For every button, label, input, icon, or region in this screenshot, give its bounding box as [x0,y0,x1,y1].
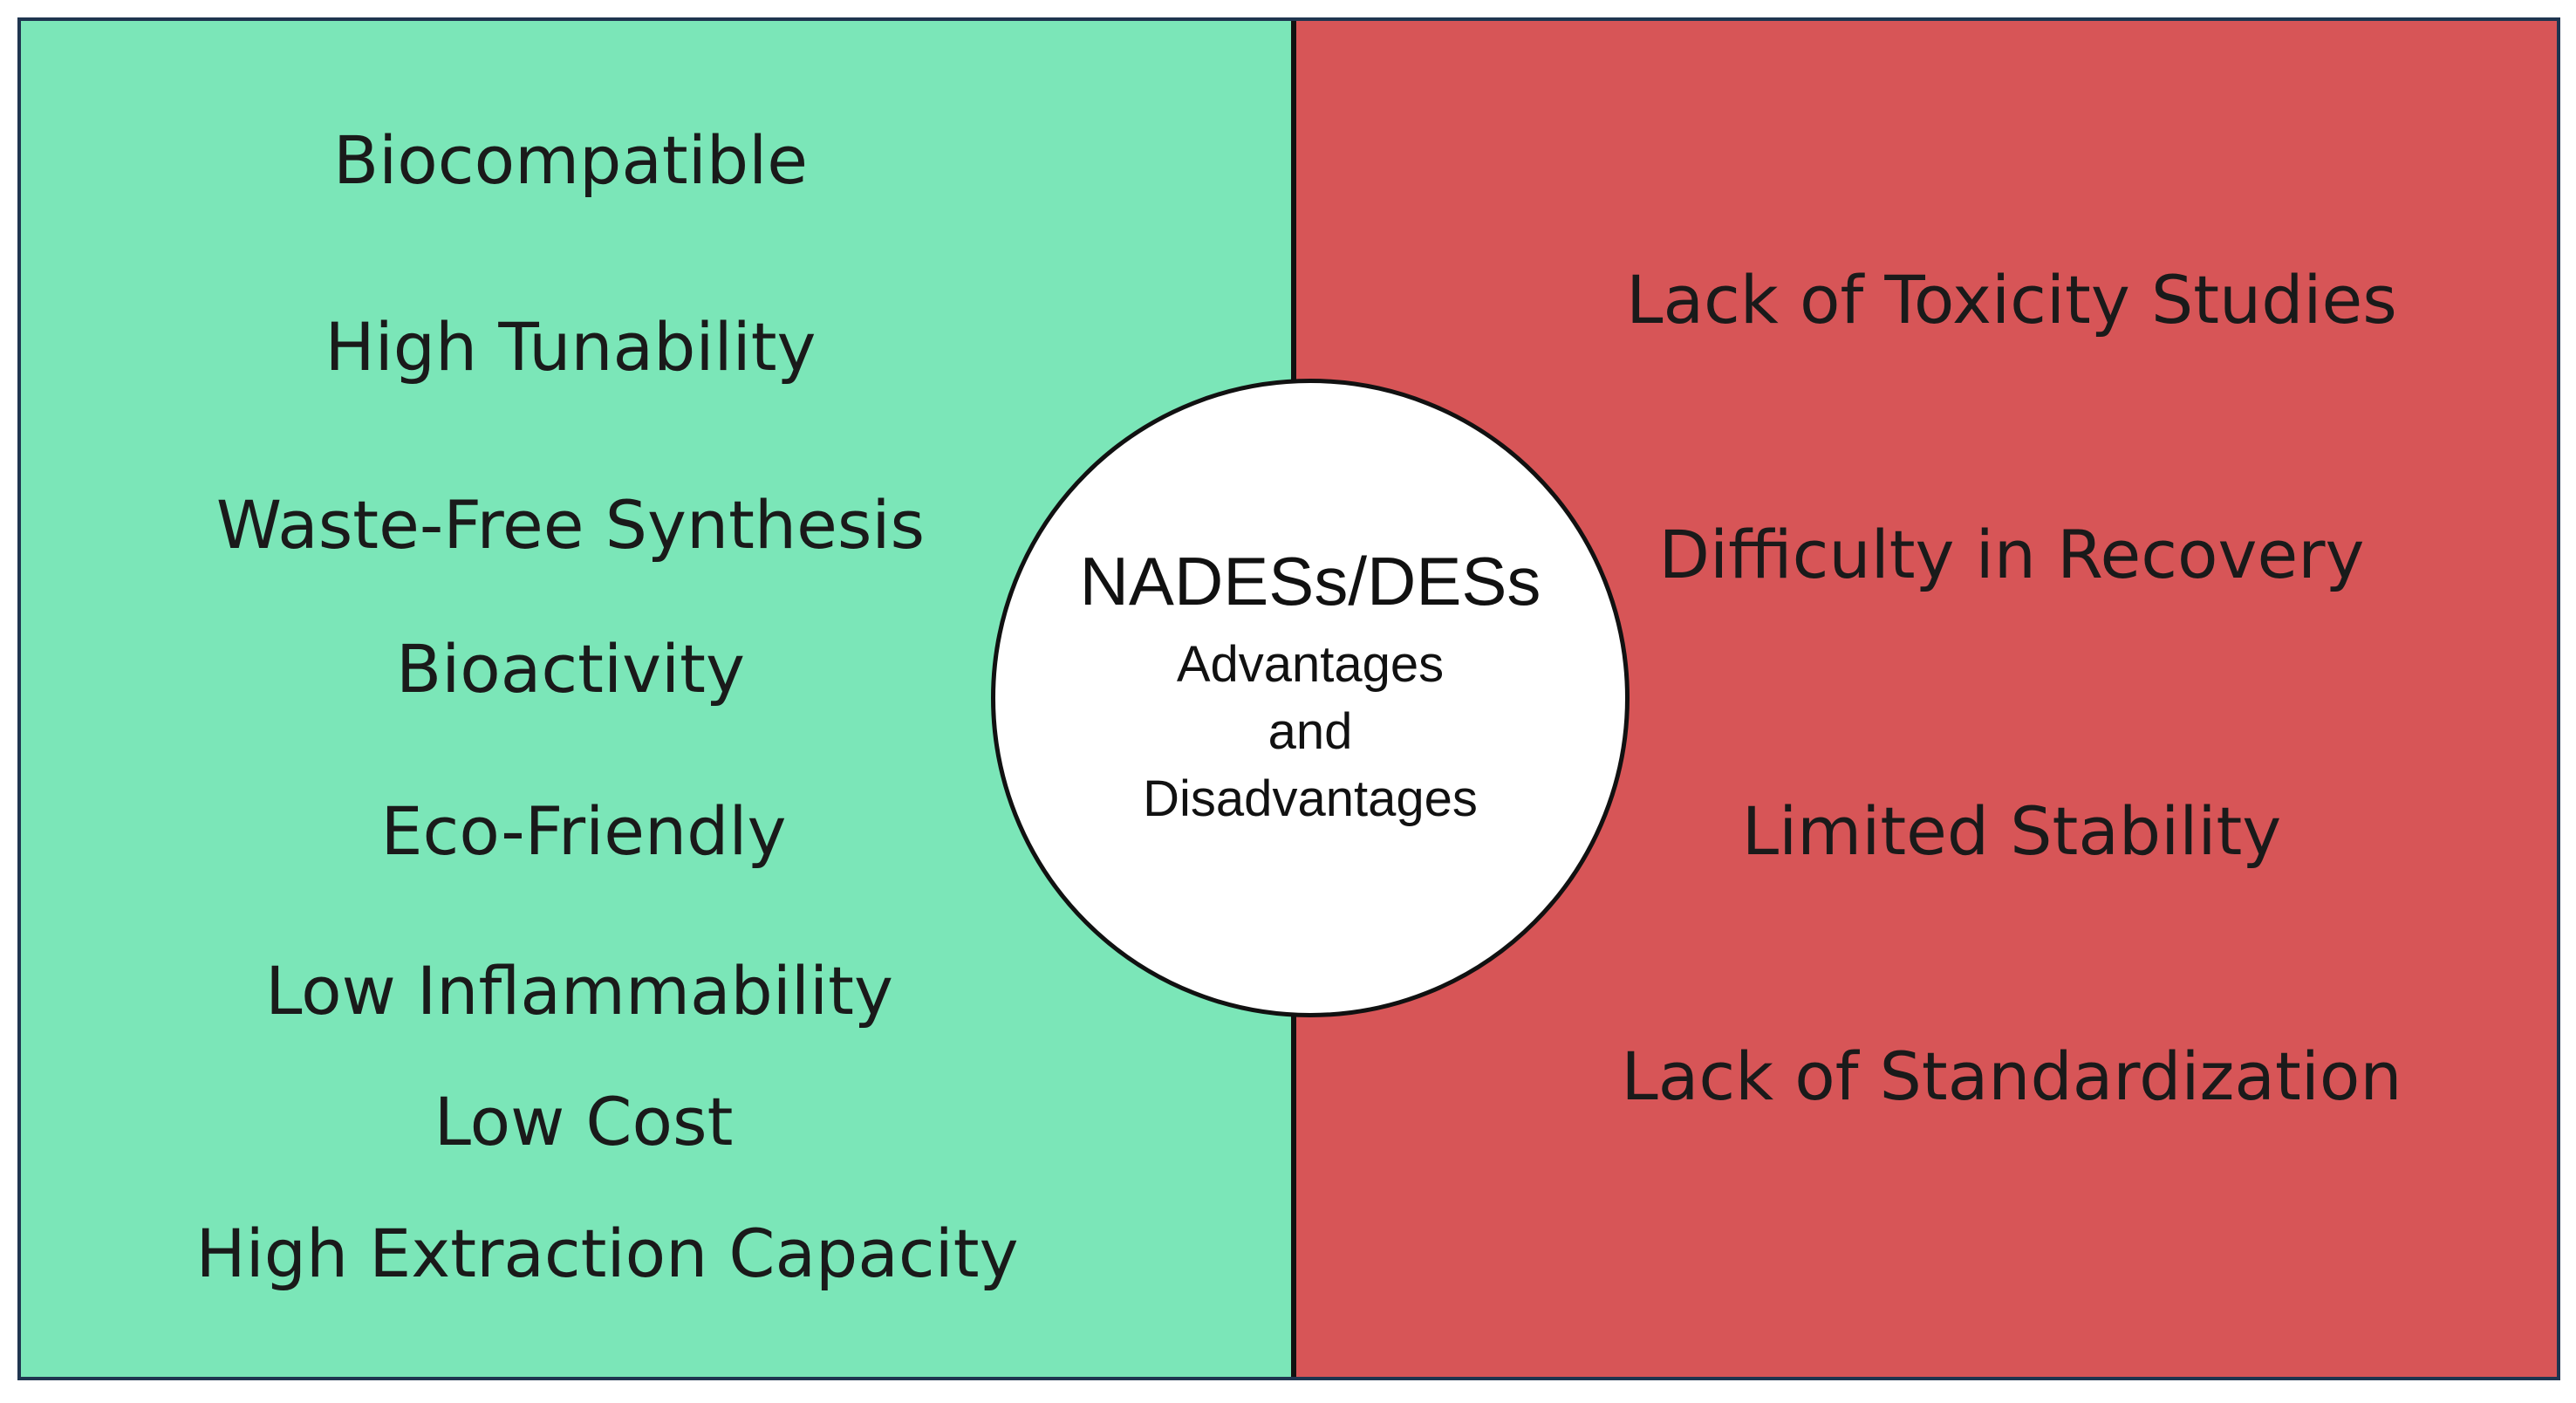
advantage-item: High Tunability [325,308,817,386]
disadvantage-item: Difficulty in Recovery [1658,516,2365,593]
disadvantage-item: Lack of Toxicity Studies [1626,261,2397,339]
circle-subtitle-line: Disadvantages [1143,770,1478,827]
circle-subtitle-line: Advantages [1176,635,1445,693]
circle-title: NADESs/DESs [1079,542,1541,619]
advantage-item: Low Cost [434,1083,734,1160]
advantage-item: Biocompatible [333,121,808,199]
disadvantage-item: Lack of Standardization [1621,1037,2402,1115]
advantage-item: Low Inflammability [265,952,893,1030]
advantage-item: Waste-Free Synthesis [215,486,926,564]
advantage-item: High Extraction Capacity [195,1215,1019,1292]
advantage-item: Bioactivity [396,630,745,708]
disadvantage-item: Limited Stability [1741,792,2282,870]
center-circle: NADESs/DESs Advantages and Disadvantages [991,379,1630,1017]
circle-subtitle-line: and [1268,702,1353,760]
advantage-item: Eco-Friendly [380,792,787,870]
diagram-frame: Biocompatible High Tunability Waste-Free… [17,17,2560,1380]
